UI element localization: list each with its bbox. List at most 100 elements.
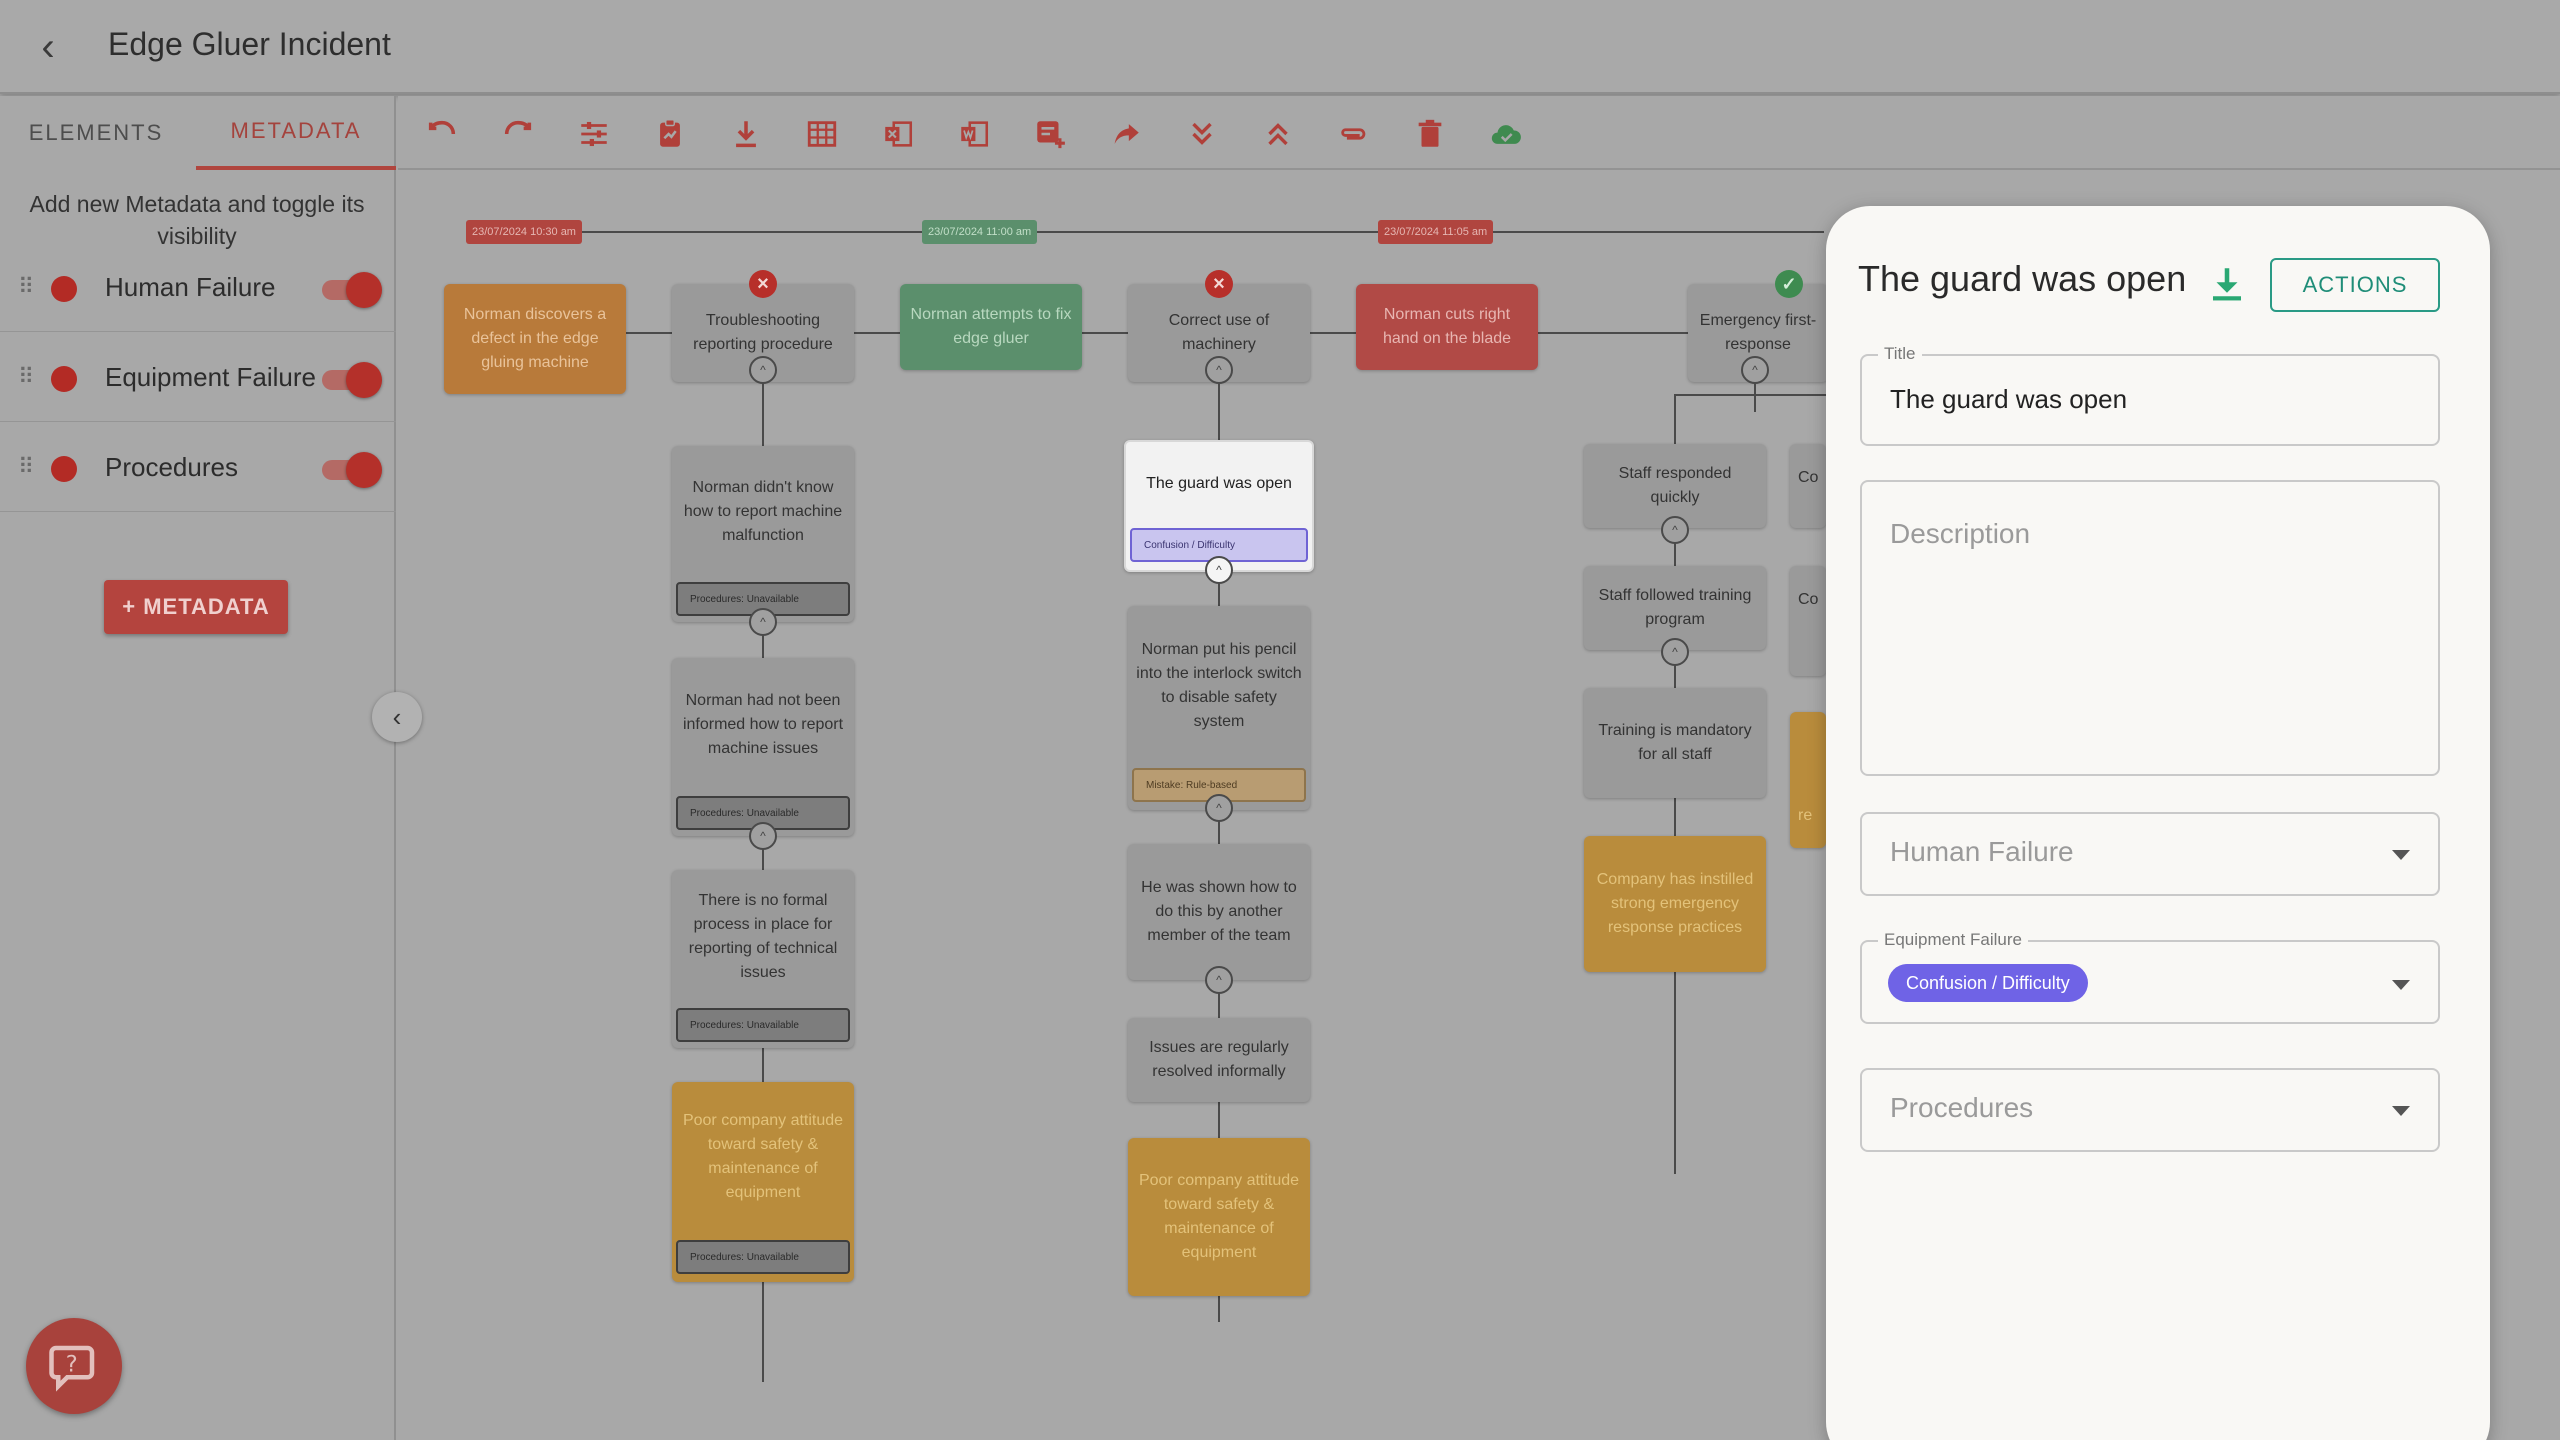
field-label: Title (1878, 344, 1922, 364)
drag-handle-icon[interactable]: ⠿ (18, 274, 35, 299)
chevron-down-icon (2392, 850, 2410, 860)
collapse-toggle[interactable]: ^ (1205, 356, 1233, 384)
delete-button[interactable] (1408, 112, 1452, 156)
cause-node[interactable]: Norman put his pencil into the interlock… (1128, 606, 1310, 810)
tab-metadata[interactable]: METADATA (196, 96, 396, 170)
selected-cause-node[interactable]: The guard was open Confusion / Difficult… (1124, 440, 1314, 572)
metadata-tag: Procedures: Unavailable (676, 1240, 850, 1274)
title-input[interactable]: The guard was open (1890, 384, 2128, 414)
chevron-down-icon (2392, 980, 2410, 990)
root-cause-node[interactable]: Poor company attitude toward safety & ma… (1128, 1138, 1310, 1296)
download-button[interactable] (2206, 262, 2248, 306)
passed-status-icon: ✓ (1775, 270, 1803, 298)
metadata-hint: Add new Metadata and toggle its visibili… (29, 191, 365, 249)
drag-handle-icon[interactable]: ⠿ (18, 364, 35, 389)
export-excel-button[interactable] (876, 112, 920, 156)
chevron-left-icon: ‹ (392, 701, 402, 732)
add-note-button[interactable] (1028, 112, 1072, 156)
collapse-all-button[interactable] (1180, 112, 1224, 156)
root-cause-node-partial[interactable]: re (1790, 712, 1826, 848)
actions-button[interactable]: ACTIONS (2270, 258, 2440, 312)
export-word-button[interactable] (952, 112, 996, 156)
field-label: Equipment Failure (1878, 930, 2028, 950)
redo-button[interactable] (496, 112, 540, 156)
cause-node[interactable]: Norman had not been informed how to repo… (672, 658, 854, 836)
share-button[interactable] (1104, 112, 1148, 156)
cause-node[interactable]: Issues are regularly resolved informally (1128, 1018, 1310, 1102)
collapse-toggle[interactable]: ^ (749, 356, 777, 384)
event-node[interactable]: Norman cuts right hand on the blade (1356, 284, 1538, 370)
excel-icon (885, 121, 913, 147)
download-button[interactable] (724, 112, 768, 156)
color-dot (51, 456, 77, 482)
report-button[interactable] (648, 112, 692, 156)
human-failure-select[interactable]: Human Failure (1860, 812, 2440, 896)
timeline-date[interactable]: 23/07/2024 11:05 am (1378, 220, 1494, 244)
tab-elements[interactable]: ELEMENTS (28, 120, 164, 145)
timeline-date[interactable]: 23/07/2024 10:30 am (466, 220, 582, 244)
help-button[interactable]: ? (26, 1318, 122, 1414)
drag-handle-icon[interactable]: ⠿ (18, 454, 35, 479)
metadata-item-procedures: ⠿ Procedures (0, 422, 396, 512)
cause-node[interactable]: Training is mandatory for all staff (1584, 688, 1766, 798)
expand-all-button[interactable] (1256, 112, 1300, 156)
cloud-sync-button[interactable] (1484, 112, 1528, 156)
description-input[interactable]: Description (1890, 518, 2031, 549)
share-icon (1114, 124, 1139, 144)
cause-node[interactable]: Staff responded quickly (1584, 444, 1766, 528)
timeline-date[interactable]: 23/07/2024 11:00 am (922, 220, 1038, 244)
diagram-canvas[interactable]: 23/07/2024 10:30 am 23/07/2024 11:00 am … (398, 172, 2560, 1440)
chevron-down-icon (2392, 1106, 2410, 1116)
collapse-panel-button[interactable]: ‹ (372, 692, 422, 742)
cause-node[interactable]: He was shown how to do this by another m… (1128, 844, 1310, 980)
visibility-toggle[interactable] (322, 452, 382, 488)
metadata-tag: Confusion / Difficulty (1130, 528, 1308, 562)
collapse-toggle[interactable]: ^ (749, 608, 777, 636)
equipment-failure-select[interactable]: Equipment Failure Confusion / Difficulty (1860, 930, 2440, 1024)
barrier-node[interactable]: Correct use of machinery (1128, 284, 1310, 382)
procedures-select[interactable]: Procedures (1860, 1068, 2440, 1152)
metadata-item-label: Procedures (105, 452, 238, 482)
download-icon (736, 121, 756, 148)
failed-status-icon: × (749, 270, 777, 298)
redo-icon (504, 120, 532, 135)
visibility-toggle[interactable] (322, 272, 382, 308)
cause-node[interactable]: There is no formal process in place for … (672, 870, 854, 1048)
metadata-item-human-failure: ⠿ Human Failure (0, 242, 396, 332)
undo-button[interactable] (420, 112, 464, 156)
event-node[interactable]: Norman attempts to fix edge gluer (900, 284, 1082, 370)
attachment-icon (1341, 128, 1366, 140)
cause-node-partial[interactable]: Co (1790, 566, 1826, 676)
event-node[interactable]: Norman discovers a defect in the edge gl… (444, 284, 626, 394)
cause-node[interactable]: Norman didn't know how to report machine… (672, 446, 854, 622)
collapse-toggle[interactable]: ^ (749, 822, 777, 850)
cause-node[interactable]: Staff followed training program (1584, 566, 1766, 650)
attachment-button[interactable] (1332, 112, 1376, 156)
root-cause-node[interactable]: Poor company attitude toward safety & ma… (672, 1082, 854, 1282)
description-field[interactable]: Description (1860, 480, 2440, 776)
delete-icon (1418, 119, 1442, 147)
settings-sliders-button[interactable] (572, 112, 616, 156)
download-icon (2213, 268, 2241, 301)
add-note-icon (1037, 121, 1065, 149)
collapse-toggle[interactable]: ^ (1205, 794, 1233, 822)
visibility-toggle[interactable] (322, 362, 382, 398)
metadata-item-label: Human Failure (105, 272, 276, 302)
detail-title: The guard was open (1858, 258, 2187, 299)
metadata-item-label: Equipment Failure (105, 362, 316, 392)
collapse-toggle[interactable]: ^ (1205, 556, 1233, 584)
root-cause-node[interactable]: Company has instilled strong emergency r… (1584, 836, 1766, 972)
title-field[interactable]: Title The guard was open (1860, 344, 2440, 446)
selected-chip[interactable]: Confusion / Difficulty (1888, 964, 2088, 1002)
cloud-check-icon (1491, 125, 1521, 144)
sliders-icon (581, 121, 607, 147)
collapse-toggle[interactable]: ^ (1205, 966, 1233, 994)
table-view-button[interactable] (800, 112, 844, 156)
toolbar (398, 96, 2560, 170)
collapse-toggle[interactable]: ^ (1661, 638, 1689, 666)
collapse-toggle[interactable]: ^ (1741, 356, 1769, 384)
add-metadata-button[interactable]: + METADATA (104, 580, 288, 634)
back-button[interactable]: ‹ (20, 22, 76, 72)
cause-node-partial[interactable]: Co (1790, 444, 1826, 528)
collapse-toggle[interactable]: ^ (1661, 516, 1689, 544)
